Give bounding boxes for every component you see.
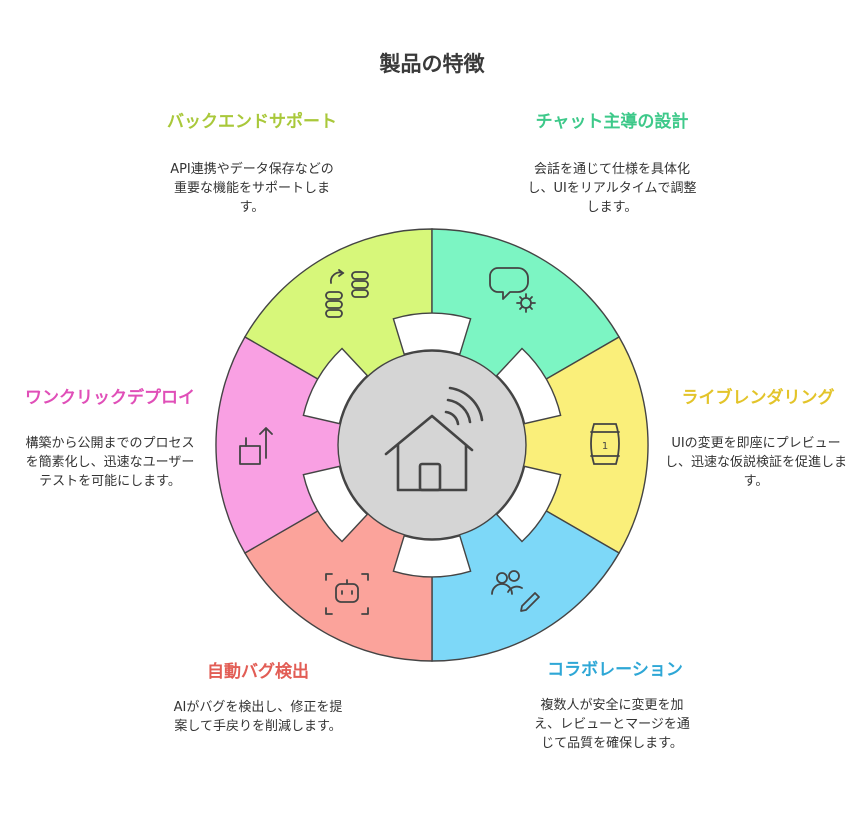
feature-title-collab: コラボレーション [547, 660, 683, 680]
wheel-segment-live [430, 336, 649, 554]
users-edit-icon [491, 570, 540, 612]
barrel-icon-number: 1 [602, 441, 608, 452]
wheel-gap [495, 465, 562, 543]
deploy-arrow-icon [239, 427, 273, 465]
feature-desc-bug: AIがバグを検出し、修正を提案して手戻りを削減します。 [173, 700, 343, 734]
feature-title-backend: バックエンドサポート [167, 112, 337, 132]
feature-title-deploy: ワンクリックデプロイ [25, 388, 195, 408]
feature-title-bug: 自動バグ検出 [207, 662, 309, 682]
chat-gear-icon [489, 267, 536, 313]
wheel-gap [302, 465, 369, 543]
feature-desc-deploy: 構築から公開までのプロセスを簡素化し、迅速なユーザーテストを可能にします。 [25, 436, 195, 489]
feature-title-chat: チャット主導の設計 [535, 112, 689, 132]
barrel-icon [590, 423, 620, 465]
wheel-gap [392, 312, 472, 356]
feature-desc-live: UIの変更を即座にプレビューし、迅速な仮説検証を促進します。 [664, 436, 847, 489]
wheel-gap [392, 534, 472, 578]
wheel-gap [302, 347, 369, 425]
feature-desc-backend: API連携やデータ保存などの重要な機能をサポートします。 [170, 162, 334, 215]
server-sync-icon [325, 269, 369, 318]
wheel-gap [495, 347, 562, 425]
center-hub [337, 350, 527, 540]
smart-home-icon [384, 386, 484, 492]
bot-scan-icon [325, 573, 369, 615]
feature-title-live: ライブレンダリング [681, 388, 835, 408]
page-title: 製品の特徴 [379, 52, 485, 76]
wheel-segment-deploy [215, 336, 434, 554]
feature-desc-chat: 会話を通じて仕様を具体化し、UIをリアルタイムで調整します。 [527, 162, 697, 215]
feature-desc-collab: 複数人が安全に変更を加え、レビューとマージを通じて品質を確保します。 [534, 698, 690, 751]
